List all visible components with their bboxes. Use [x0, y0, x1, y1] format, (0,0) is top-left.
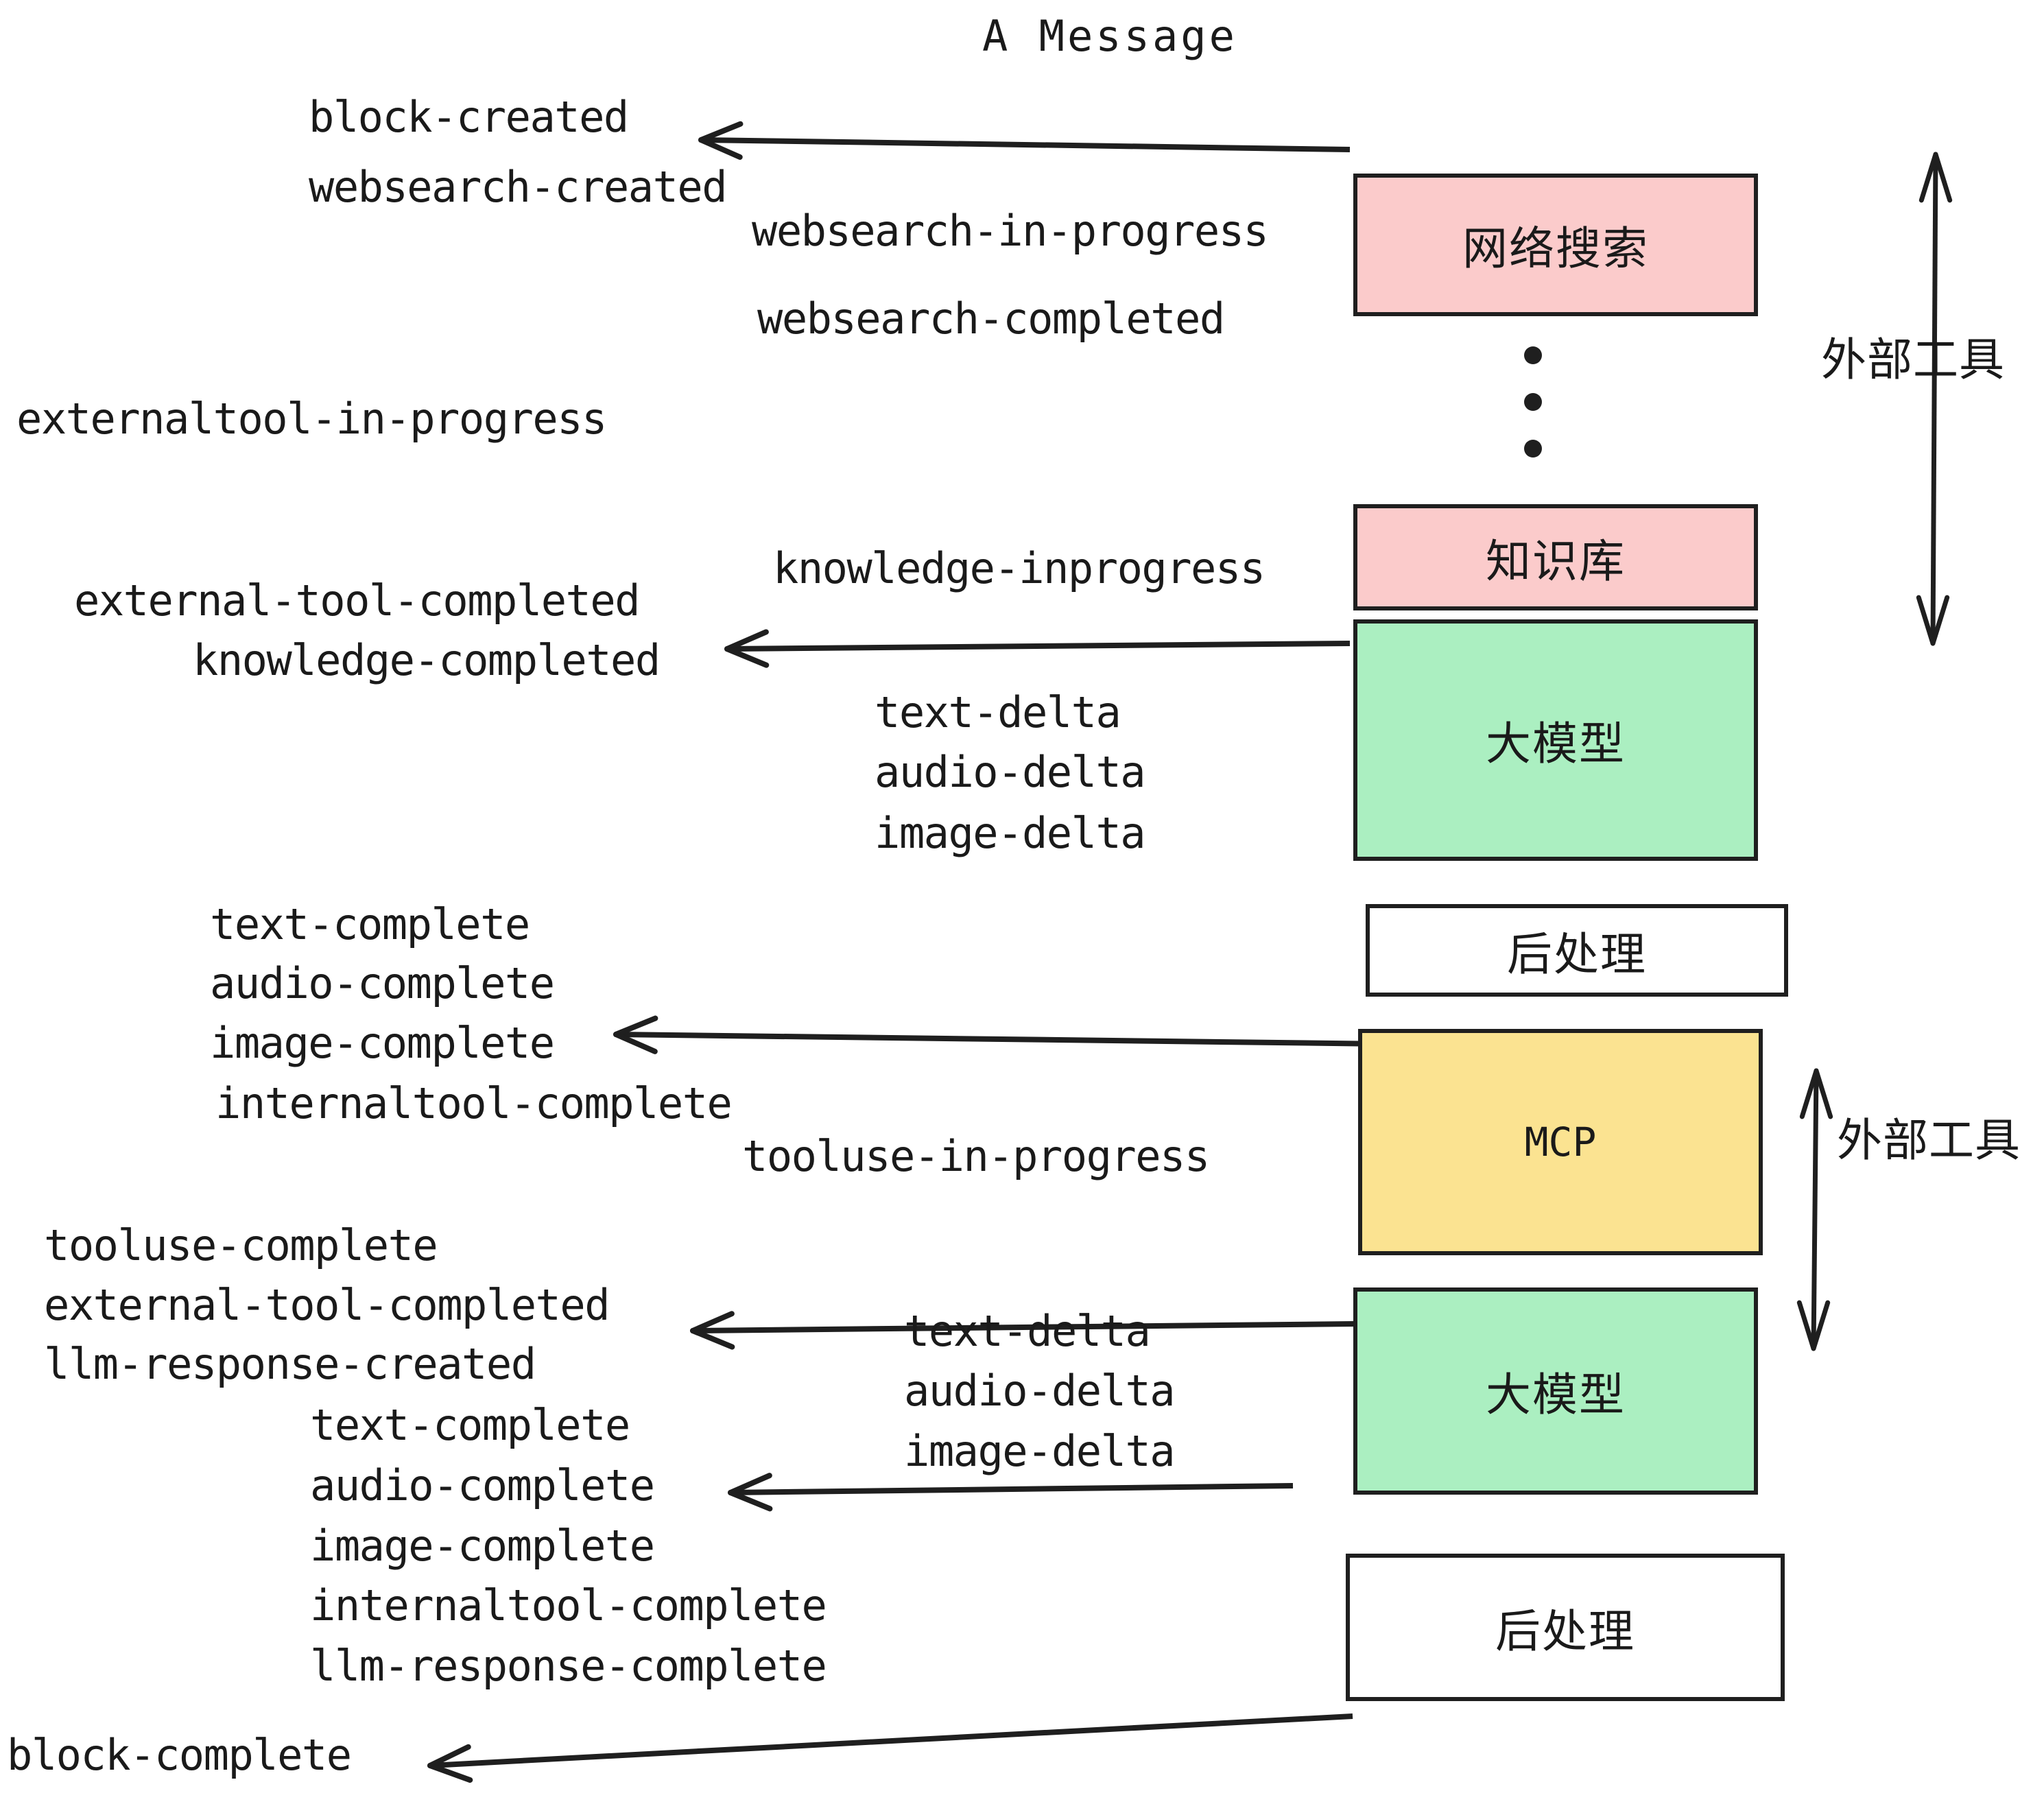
side-label-external-tools-top: 外部工具: [1821, 333, 2005, 386]
flow-arrow-flow-postprocess-to-image: [613, 1015, 1388, 1054]
node-mcp[interactable]: MCP: [1358, 1029, 1763, 1255]
scope-arrow-external-tools-scope-top: [1916, 152, 1953, 646]
event-label-tooluse-complete: tooluse-complete: [44, 1220, 438, 1270]
event-label-image-complete-1: image-complete: [210, 1018, 555, 1068]
event-label-knowledge-completed: knowledge-completed: [193, 635, 661, 685]
diagram-title: A Message: [982, 11, 1237, 61]
ellipsis-dot: [1524, 440, 1542, 458]
event-label-websearch-completed: websearch-completed: [757, 294, 1225, 344]
ellipsis-dot: [1524, 393, 1542, 411]
event-label-audio-complete-1: audio-complete: [210, 958, 555, 1008]
node-label: 后处理: [1507, 927, 1647, 981]
node-label: 大模型: [1486, 717, 1626, 770]
event-label-text-complete-1: text-complete: [210, 899, 530, 949]
event-label-llm-response-created: llm-response-created: [44, 1339, 536, 1389]
vertical-ellipsis-icon: [1524, 346, 1542, 486]
event-label-external-tool-completed-1: external-tool-completed: [74, 575, 641, 626]
node-llm-1[interactable]: 大模型: [1353, 619, 1758, 861]
flow-arrow-flow-postprocess2-to-block: [427, 1713, 1353, 1783]
event-label-knowledge-inprogress: knowledge-inprogress: [773, 543, 1265, 593]
event-label-image-delta-1: image-delta: [875, 808, 1146, 858]
event-label-audio-delta-2: audio-delta: [904, 1366, 1176, 1416]
event-label-external-tool-completed-2: external-tool-completed: [44, 1280, 610, 1330]
node-llm-2[interactable]: 大模型: [1353, 1287, 1758, 1495]
ellipsis-dot: [1524, 346, 1542, 364]
event-label-text-delta-2: text-delta: [904, 1306, 1151, 1356]
node-label: 后处理: [1495, 1604, 1635, 1658]
event-label-externaltool-in-progress: externaltool-in-progress: [16, 394, 607, 444]
node-postprocess-1[interactable]: 后处理: [1366, 904, 1788, 997]
node-label: 网络搜索: [1462, 222, 1649, 275]
event-label-block-created: block-created: [309, 92, 629, 142]
event-label-llm-response-complete: llm-response-complete: [310, 1641, 827, 1691]
node-websearch[interactable]: 网络搜索: [1353, 174, 1758, 316]
node-knowledge[interactable]: 知识库: [1353, 504, 1758, 610]
event-label-image-delta-2: image-delta: [904, 1426, 1176, 1476]
event-label-internaltool-complete-2: internaltool-complete: [310, 1580, 827, 1630]
side-label-external-tools-bottom: 外部工具: [1837, 1114, 2021, 1167]
event-label-internaltool-complete-1: internaltool-complete: [215, 1078, 733, 1128]
event-label-websearch-created: websearch-created: [309, 162, 728, 212]
flow-arrow-flow-websearch-to-block: [698, 121, 1351, 160]
flow-arrow-flow-knowledge-to-events: [724, 629, 1351, 668]
event-label-audio-complete-2: audio-complete: [310, 1460, 655, 1510]
event-label-text-complete-2: text-complete: [310, 1400, 630, 1450]
event-label-tooluse-in-progress: tooluse-in-progress: [742, 1131, 1210, 1181]
node-label: 知识库: [1486, 534, 1626, 588]
scope-arrow-external-tools-scope-bottom: [1796, 1068, 1833, 1351]
node-postprocess-2[interactable]: 后处理: [1346, 1554, 1785, 1701]
event-label-websearch-in-progress: websearch-in-progress: [752, 206, 1269, 256]
event-label-image-complete-2: image-complete: [310, 1521, 655, 1571]
event-label-block-complete: block-complete: [7, 1730, 352, 1780]
flow-arrow-flow-llm2-to-audio: [728, 1473, 1294, 1512]
node-label: 大模型: [1486, 1368, 1626, 1421]
event-label-audio-delta-1: audio-delta: [875, 747, 1146, 797]
node-label: MCP: [1524, 1119, 1597, 1165]
event-label-text-delta-1: text-delta: [875, 687, 1121, 737]
